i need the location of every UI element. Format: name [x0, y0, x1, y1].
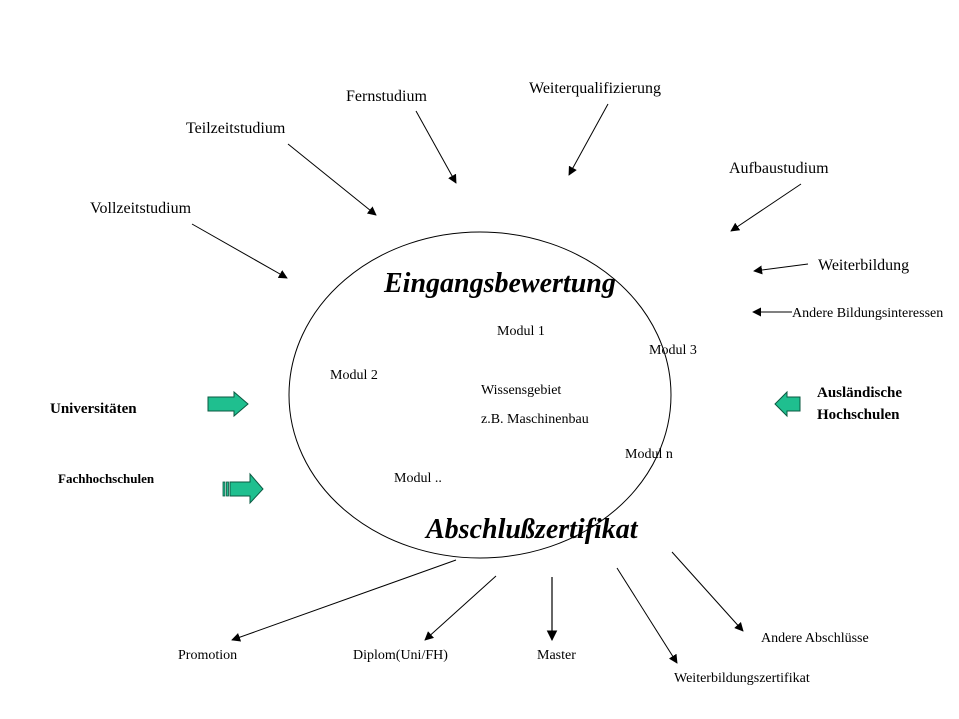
label-field-example: z.B. Maschinenbau	[481, 412, 589, 427]
block-arrow-universitaeten	[207, 390, 249, 418]
label-andere-abschluesse: Andere Abschlüsse	[761, 631, 869, 646]
title-eingangsbewertung: Eingangsbewertung	[384, 268, 616, 299]
label-aufbaustudium: Aufbaustudium	[729, 160, 829, 177]
label-universitaeten: Universitäten	[50, 401, 137, 417]
arrow-diplom	[424, 575, 497, 641]
arrow-andere-abschluesse	[671, 551, 744, 632]
label-modul-ellipsis: Modul ..	[394, 471, 442, 486]
label-weiterbildung: Weiterbildung	[818, 257, 910, 274]
label-fachhochschulen: Fachhochschulen	[58, 471, 155, 486]
label-modul-2: Modul 2	[330, 368, 378, 383]
label-andere-bildungsinteressen: Andere Bildungsinteressen	[792, 306, 944, 321]
arrow-weiterqualifizierung	[568, 103, 609, 176]
label-vollzeitstudium: Vollzeitstudium	[90, 200, 192, 217]
label-auslaendische: Ausländische	[817, 385, 903, 401]
arrow-weiterbildung	[753, 263, 809, 275]
arrow-promotion	[231, 559, 457, 642]
arrow-teilzeitstudium	[287, 143, 377, 216]
label-modul-3: Modul 3	[649, 343, 697, 358]
label-diplom: Diplom(Uni/FH)	[353, 648, 448, 663]
label-fernstudium: Fernstudium	[346, 88, 427, 105]
label-promotion: Promotion	[178, 648, 238, 663]
arrow-fernstudium	[415, 110, 457, 184]
title-abschlusszertifikat: Abschlußzertifikat	[426, 514, 638, 545]
block-arrow-auslaendische-hochschulen	[774, 390, 801, 418]
block-arrow-fachhochschulen	[222, 472, 264, 505]
label-teilzeitstudium: Teilzeitstudium	[186, 120, 286, 137]
label-modul-n: Modul n	[625, 447, 673, 462]
arrow-weiterbildungszertifikat	[616, 567, 678, 664]
label-weiterqualifizierung: Weiterqualifizierung	[529, 80, 661, 97]
program-ellipse	[288, 231, 672, 559]
arrow-aufbaustudium	[730, 183, 802, 232]
label-weiterbildungszertifikat: Weiterbildungszertifikat	[674, 671, 810, 686]
label-hochschulen: Hochschulen	[817, 407, 900, 423]
label-master: Master	[537, 648, 576, 663]
label-modul-1: Modul 1	[497, 324, 545, 339]
label-wissensgebiet: Wissensgebiet	[481, 383, 562, 398]
arrow-vollzeitstudium	[191, 223, 288, 279]
